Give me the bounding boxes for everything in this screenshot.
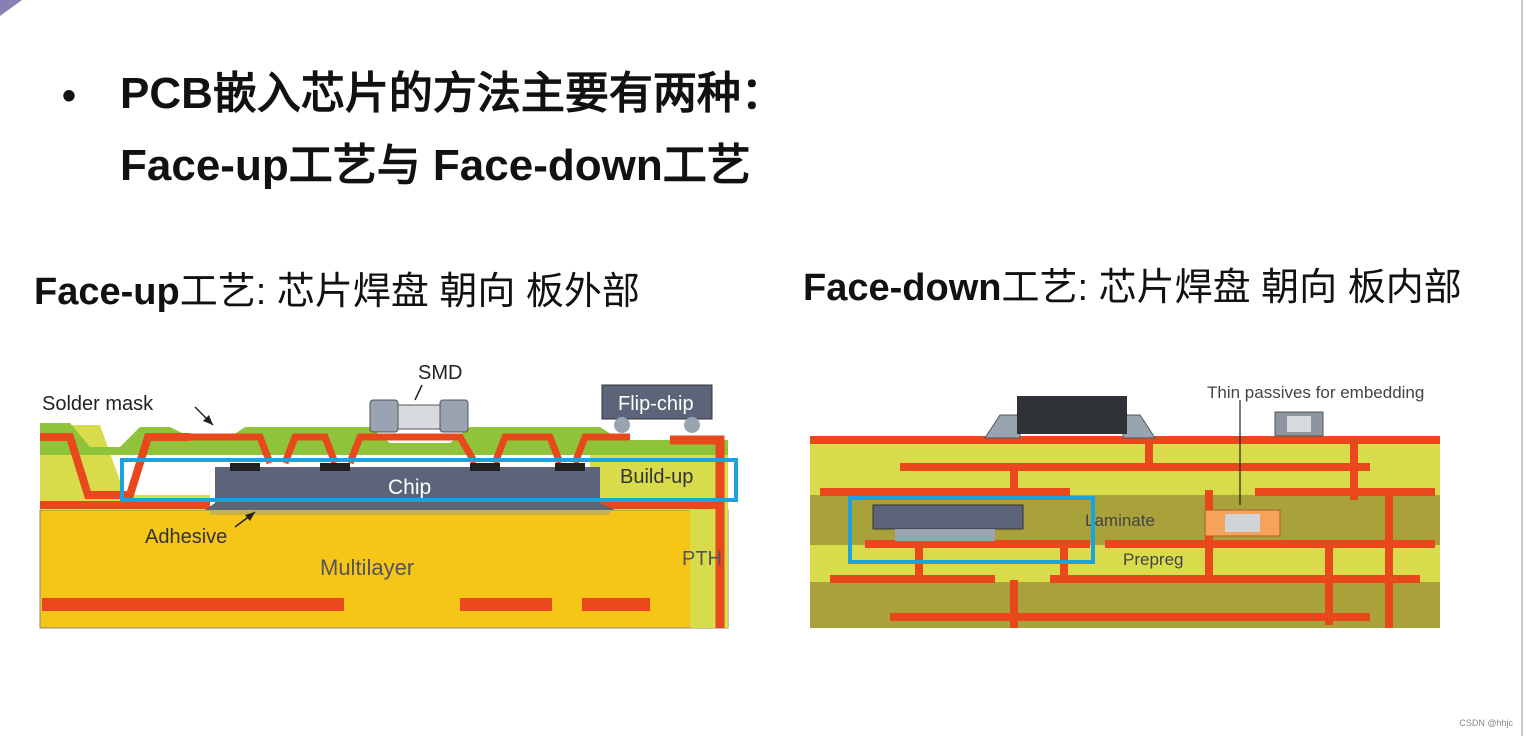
via bbox=[1010, 470, 1018, 495]
chip-pad bbox=[555, 463, 585, 471]
via bbox=[1350, 440, 1358, 500]
face-down-diagram: Thin passives for embedding Laminate Pre… bbox=[810, 383, 1440, 628]
bullet-line-2: Face-up工艺与 Face-down工艺 bbox=[120, 141, 751, 190]
label-build-up: Build-up bbox=[620, 466, 693, 488]
arrowhead-icon bbox=[203, 415, 213, 425]
label-thin-passives: Thin passives for embedding bbox=[1207, 383, 1424, 402]
via bbox=[1325, 545, 1333, 625]
adhesive-layer bbox=[210, 510, 610, 515]
component-lead bbox=[984, 414, 1021, 439]
via bbox=[1010, 580, 1018, 628]
bottom-trace bbox=[42, 598, 344, 611]
face-up-heading: Face-up工艺: 芯片焊盘 朝向 板外部 bbox=[34, 268, 640, 316]
face-down-heading-rest: 工艺: 芯片焊盘 朝向 板内部 bbox=[1001, 267, 1462, 309]
copper-plane bbox=[900, 463, 1370, 471]
label-smd: SMD bbox=[418, 362, 462, 384]
flip-chip-body bbox=[601, 384, 713, 420]
smd-body bbox=[397, 404, 441, 430]
top-passive-body bbox=[1287, 416, 1311, 432]
face-up-heading-bold: Face-up bbox=[34, 271, 180, 313]
copper-plane bbox=[810, 436, 1440, 444]
bottom-trace bbox=[460, 598, 552, 611]
pth-copper bbox=[670, 435, 725, 628]
slide-right-border bbox=[1521, 0, 1523, 736]
embedded-passive-body bbox=[1225, 514, 1260, 532]
copper-plane bbox=[890, 613, 1370, 621]
label-pth: PTH bbox=[682, 548, 722, 570]
highlight-box bbox=[120, 458, 738, 502]
embedded-chip bbox=[872, 504, 1024, 530]
laminate-layer-bottom bbox=[810, 582, 1440, 628]
copper-plane bbox=[820, 488, 1070, 496]
top-ic bbox=[1017, 396, 1127, 434]
label-prepreg: Prepreg bbox=[1123, 550, 1183, 569]
copper-plane bbox=[1105, 540, 1435, 548]
smd-cap-left bbox=[369, 399, 399, 433]
chip-pad bbox=[470, 463, 500, 471]
copper-plane bbox=[830, 575, 995, 583]
label-multilayer: Multilayer bbox=[320, 555, 414, 580]
chip-pad bbox=[230, 463, 260, 471]
label-chip: Chip bbox=[388, 476, 431, 499]
flip-chip-bump bbox=[614, 417, 630, 433]
face-down-heading-bold: Face-down bbox=[803, 267, 1002, 309]
bullet-line-1: PCB嵌入芯片的方法主要有两种： bbox=[120, 69, 785, 118]
embedded-chip-bumps bbox=[895, 529, 995, 541]
label-adhesive: Adhesive bbox=[145, 526, 227, 548]
copper-plane bbox=[865, 540, 1090, 548]
copper-trace-top-left bbox=[40, 433, 190, 499]
highlight-box bbox=[848, 496, 1095, 564]
label-flip-chip: Flip-chip bbox=[618, 393, 694, 415]
face-up-heading-rest: 工艺: 芯片焊盘 朝向 板外部 bbox=[179, 271, 640, 313]
corner-decoration bbox=[0, 0, 22, 16]
smd-cap-right bbox=[439, 399, 469, 433]
copper-plane bbox=[1050, 575, 1420, 583]
face-down-heading: Face-down工艺: 芯片焊盘 朝向 板内部 bbox=[803, 264, 1462, 312]
flip-chip-bump bbox=[684, 417, 700, 433]
label-laminate: Laminate bbox=[1085, 511, 1155, 530]
component-lead bbox=[1122, 414, 1156, 439]
watermark: CSDN @hhjc bbox=[1459, 718, 1513, 728]
chip-pad bbox=[320, 463, 350, 471]
copper-trace-top bbox=[190, 433, 630, 465]
smd-arrow bbox=[414, 384, 423, 401]
label-solder-mask: Solder mask bbox=[42, 393, 154, 415]
via bbox=[1385, 490, 1393, 628]
arrowhead-icon bbox=[245, 512, 255, 521]
bullet-dot: • bbox=[62, 74, 77, 118]
copper-plane bbox=[1255, 488, 1435, 496]
face-up-diagram: SMD Solder mask Flip-chip Chip Build-up … bbox=[39, 362, 738, 629]
bottom-trace bbox=[582, 598, 650, 611]
via bbox=[1145, 440, 1153, 470]
